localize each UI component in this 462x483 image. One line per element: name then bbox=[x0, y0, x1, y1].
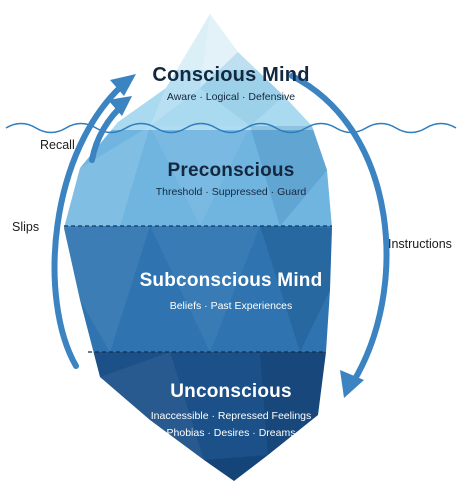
facet bbox=[64, 126, 150, 228]
conscious-mind-subtitle: Aware · Logical · Defensive bbox=[166, 91, 296, 103]
facet bbox=[100, 352, 204, 460]
recall-label: Recall bbox=[40, 138, 75, 152]
facet bbox=[150, 14, 210, 126]
facet bbox=[64, 226, 150, 352]
facet bbox=[200, 14, 238, 88]
preconscious-subtitle: Threshold · Suppressed · Guard bbox=[155, 186, 307, 198]
facet bbox=[200, 52, 284, 126]
facet bbox=[260, 352, 326, 455]
unconscious-subtitle-line1: Inaccessible · Repressed Feelings bbox=[150, 410, 312, 422]
slips-arrowhead bbox=[110, 74, 136, 96]
instructions-arrow bbox=[289, 73, 390, 387]
subconscious-mind-subtitle: Beliefs · Past Experiences bbox=[169, 300, 293, 312]
facet bbox=[150, 126, 250, 226]
instructions-arrowhead bbox=[340, 370, 364, 398]
facet bbox=[250, 126, 327, 226]
subconscious-mind-title: Subconscious Mind bbox=[139, 270, 323, 291]
recall-arrowhead bbox=[108, 96, 132, 116]
facet bbox=[204, 455, 268, 481]
conscious-mind-title: Conscious Mind bbox=[152, 64, 310, 86]
iceberg-subconscious-zone bbox=[64, 226, 332, 352]
slips-label: Slips bbox=[12, 220, 40, 234]
facet bbox=[260, 226, 332, 352]
unconscious-title: Unconscious bbox=[170, 381, 292, 402]
unconscious-subtitle-line2: Phobias · Desires · Dreams bbox=[166, 427, 296, 439]
iceberg-preconscious-zone bbox=[64, 130, 332, 226]
instructions-label: Instructions bbox=[388, 237, 452, 251]
preconscious-title: Preconscious bbox=[167, 160, 295, 181]
facet bbox=[150, 226, 260, 352]
water-surface-wave bbox=[5, 122, 457, 134]
slips-arrow bbox=[51, 79, 129, 369]
